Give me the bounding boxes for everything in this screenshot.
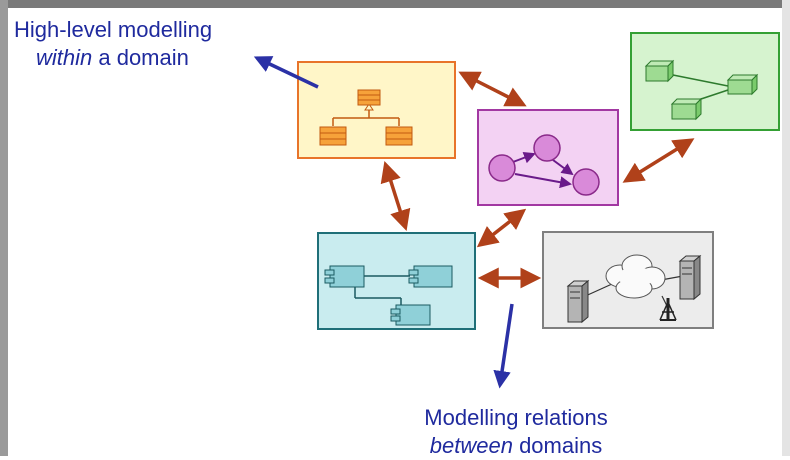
relation-state-component (476, 208, 527, 248)
within-domain-label-line2: within a domain (14, 44, 212, 72)
class-domain-box (297, 61, 456, 159)
frame-right-border (782, 0, 790, 456)
deployment-diagram-icon (644, 59, 759, 121)
within-domain-label: High-level modelling within a domain (14, 16, 212, 72)
annotation-arrow-within (253, 56, 319, 89)
frame-left-border (0, 0, 8, 456)
relation-class-component (380, 160, 411, 232)
annotation-arrows (253, 56, 514, 389)
relation-class-state (458, 71, 527, 107)
relation-state-deployment (622, 138, 695, 183)
component-diagram-icon (324, 265, 453, 326)
class-diagram-icon (319, 89, 413, 146)
antenna-icon (659, 298, 677, 321)
network-domain-box (542, 231, 714, 329)
cloud-icon (605, 254, 666, 299)
between-domains-label-line2: between domains (406, 432, 626, 460)
within-domain-label-rest: a domain (92, 45, 189, 70)
server-icon (678, 254, 702, 301)
between-domains-label-line1: Modelling relations (424, 405, 608, 430)
state-domain-box (477, 109, 619, 206)
between-domains-label-emphasis: between (429, 433, 513, 458)
between-domains-label-rest: domains (512, 433, 603, 458)
frame-top-border (0, 0, 790, 8)
relation-arrows (380, 71, 695, 289)
state-diagram-icon (488, 134, 600, 196)
between-domains-label: Modelling relations between domains (406, 404, 626, 460)
within-domain-label-line1: High-level modelling (14, 17, 213, 42)
within-domain-label-emphasis: within (36, 45, 93, 70)
network-diagram-icon (566, 254, 702, 324)
server-icon (566, 279, 590, 324)
annotation-arrow-between (493, 303, 514, 389)
component-domain-box (317, 232, 476, 330)
deployment-domain-box (630, 32, 780, 131)
